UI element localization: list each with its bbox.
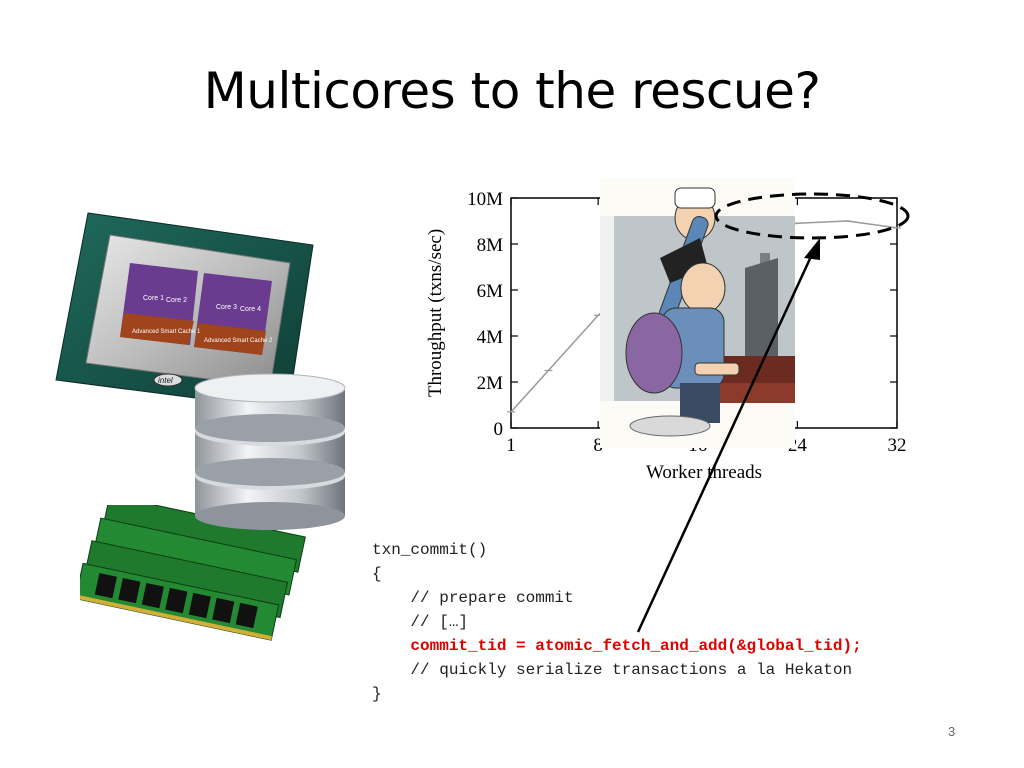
- callout-dashed-ellipse: [714, 192, 910, 240]
- code-line: }: [372, 685, 382, 703]
- page-number: 3: [948, 724, 956, 739]
- cpu-chip-icon: Core 1 Core 2 Core 3 Core 4 Advanced Sma…: [55, 212, 314, 411]
- x-tick-label: 32: [888, 435, 907, 456]
- code-line: txn_commit(): [372, 541, 488, 559]
- y-tick-label: 4M: [477, 327, 504, 348]
- cpu-core-label-1: Core 1: [143, 295, 164, 302]
- ram-module-icon: [80, 505, 306, 641]
- y-tick-label: 8M: [477, 235, 504, 256]
- callout-arrow-line: [636, 249, 816, 633]
- code-line: // quickly serialize transactions a la H…: [372, 661, 853, 679]
- cpu-core-label-4: Core 4: [240, 306, 261, 313]
- code-line-highlighted: commit_tid = atomic_fetch_and_add(&globa…: [372, 637, 862, 655]
- code-snippet: txn_commit() { // prepare commit // […] c…: [372, 538, 862, 706]
- cpu-cache-label-2: Advanced Smart Cache 2: [204, 338, 273, 344]
- code-line: {: [372, 565, 382, 583]
- y-tick-label: 0: [494, 419, 504, 440]
- code-line: // prepare commit: [372, 589, 574, 607]
- cpu-core-label-2: Core 2: [166, 297, 187, 304]
- y-tick-label: 2M: [477, 373, 504, 394]
- code-line: // […]: [372, 613, 469, 631]
- chart-x-axis-label: Worker threads: [646, 462, 762, 483]
- cpu-core-tiles: [120, 263, 272, 355]
- slide-title: Multicores to the rescue?: [203, 62, 821, 120]
- cpu-cache-label-1: Advanced Smart Cache 1: [132, 329, 201, 335]
- cpu-core-label-3: Core 3: [216, 304, 237, 311]
- intel-logo-text: intel: [158, 376, 173, 385]
- frustrated-programmer-icon: [600, 178, 795, 448]
- database-cylinder-icon: [194, 373, 346, 530]
- x-tick-label: 1: [506, 435, 516, 456]
- callout-annotation: [636, 192, 910, 633]
- callout-arrow-head: [804, 238, 820, 260]
- y-tick-label: 10M: [467, 189, 503, 210]
- x-tick-label: 8: [593, 435, 603, 456]
- chart-y-axis-label: Throughput (txns/sec): [425, 229, 446, 397]
- y-tick-label: 6M: [477, 281, 504, 302]
